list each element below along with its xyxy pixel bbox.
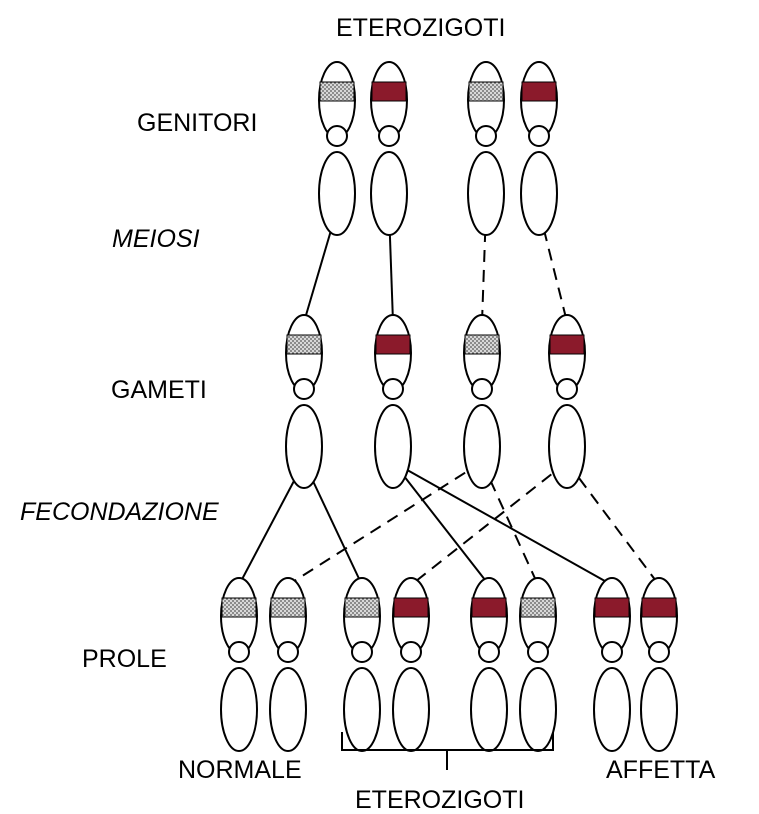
- mutant-allele-band: [393, 597, 429, 618]
- label-gametes: GAMETI: [111, 376, 207, 404]
- centromere: [400, 641, 422, 663]
- centromere: [293, 378, 315, 400]
- long-arm: [519, 667, 557, 752]
- parent-chromosome-4: [520, 61, 558, 236]
- normal-allele-band: [270, 597, 306, 618]
- label-affected: AFFETTA: [606, 756, 716, 784]
- gamete-chromosome-4: [548, 314, 586, 489]
- normal-allele-band: [464, 334, 500, 355]
- heterozygotes-bracket: [341, 732, 554, 770]
- label-offspring: PROLE: [82, 645, 167, 673]
- offspring-3-chromosome-1: [470, 577, 508, 752]
- offspring-3-chromosome-2: [519, 577, 557, 752]
- centromere: [471, 378, 493, 400]
- centromere: [648, 641, 670, 663]
- long-arm: [374, 404, 412, 489]
- centromere: [475, 125, 497, 147]
- normal-allele-band: [468, 81, 504, 102]
- long-arm: [593, 667, 631, 752]
- centromere: [478, 641, 500, 663]
- centromere: [378, 125, 400, 147]
- fertilization-line: [392, 461, 613, 586]
- mutant-allele-band: [594, 597, 630, 618]
- gamete-chromosome-2: [374, 314, 412, 489]
- long-arm: [520, 151, 558, 236]
- parent-chromosome-3: [467, 61, 505, 236]
- fertilization-line: [392, 461, 490, 586]
- normal-allele-band: [221, 597, 257, 618]
- normal-allele-band: [286, 334, 322, 355]
- label-parents: GENITORI: [137, 109, 257, 137]
- centromere: [528, 125, 550, 147]
- label-fertilization: FECONDAZIONE: [20, 498, 219, 526]
- mutant-allele-band: [371, 81, 407, 102]
- long-arm: [640, 667, 678, 752]
- long-arm: [285, 404, 323, 489]
- label-heterozygotes-bottom: ETEROZIGOTI: [355, 786, 524, 814]
- long-arm: [548, 404, 586, 489]
- centromere: [382, 378, 404, 400]
- centromere: [601, 641, 623, 663]
- chromosomes: [220, 61, 678, 752]
- mutant-allele-band: [375, 334, 411, 355]
- offspring-2-chromosome-2: [392, 577, 430, 752]
- fertilization-line-dashed: [410, 461, 568, 586]
- offspring-1-chromosome-1: [220, 577, 258, 752]
- long-arm: [470, 667, 508, 752]
- offspring-4-chromosome-1: [593, 577, 631, 752]
- label-normal: NORMALE: [178, 756, 302, 784]
- title-heterozygotes-top: ETEROZIGOTI: [336, 14, 505, 42]
- mutant-allele-band: [549, 334, 585, 355]
- centromere: [556, 378, 578, 400]
- fertilization-line-dashed: [566, 461, 660, 586]
- centromere: [351, 641, 373, 663]
- long-arm: [370, 151, 408, 236]
- centromere: [326, 125, 348, 147]
- gamete-chromosome-3: [463, 314, 501, 489]
- long-arm: [220, 667, 258, 752]
- normal-allele-band: [520, 597, 556, 618]
- normal-allele-band: [319, 81, 355, 102]
- long-arm: [463, 404, 501, 489]
- offspring-4-chromosome-2: [640, 577, 678, 752]
- gamete-chromosome-1: [285, 314, 323, 489]
- long-arm: [318, 151, 356, 236]
- long-arm: [343, 667, 381, 752]
- normal-allele-band: [344, 597, 380, 618]
- offspring-1-chromosome-2: [269, 577, 307, 752]
- long-arm: [467, 151, 505, 236]
- mutant-allele-band: [471, 597, 507, 618]
- long-arm: [392, 667, 430, 752]
- centromere: [527, 641, 549, 663]
- fertilization-line: [238, 461, 305, 586]
- mutant-allele-band: [641, 597, 677, 618]
- offspring-2-chromosome-1: [343, 577, 381, 752]
- centromere: [277, 641, 299, 663]
- long-arm: [269, 667, 307, 752]
- parent-chromosome-2: [370, 61, 408, 236]
- centromere: [228, 641, 250, 663]
- parent-chromosome-1: [318, 61, 356, 236]
- mutant-allele-band: [521, 81, 557, 102]
- fertilization-line-dashed: [287, 461, 483, 586]
- label-meiosis: MEIOSI: [112, 225, 200, 253]
